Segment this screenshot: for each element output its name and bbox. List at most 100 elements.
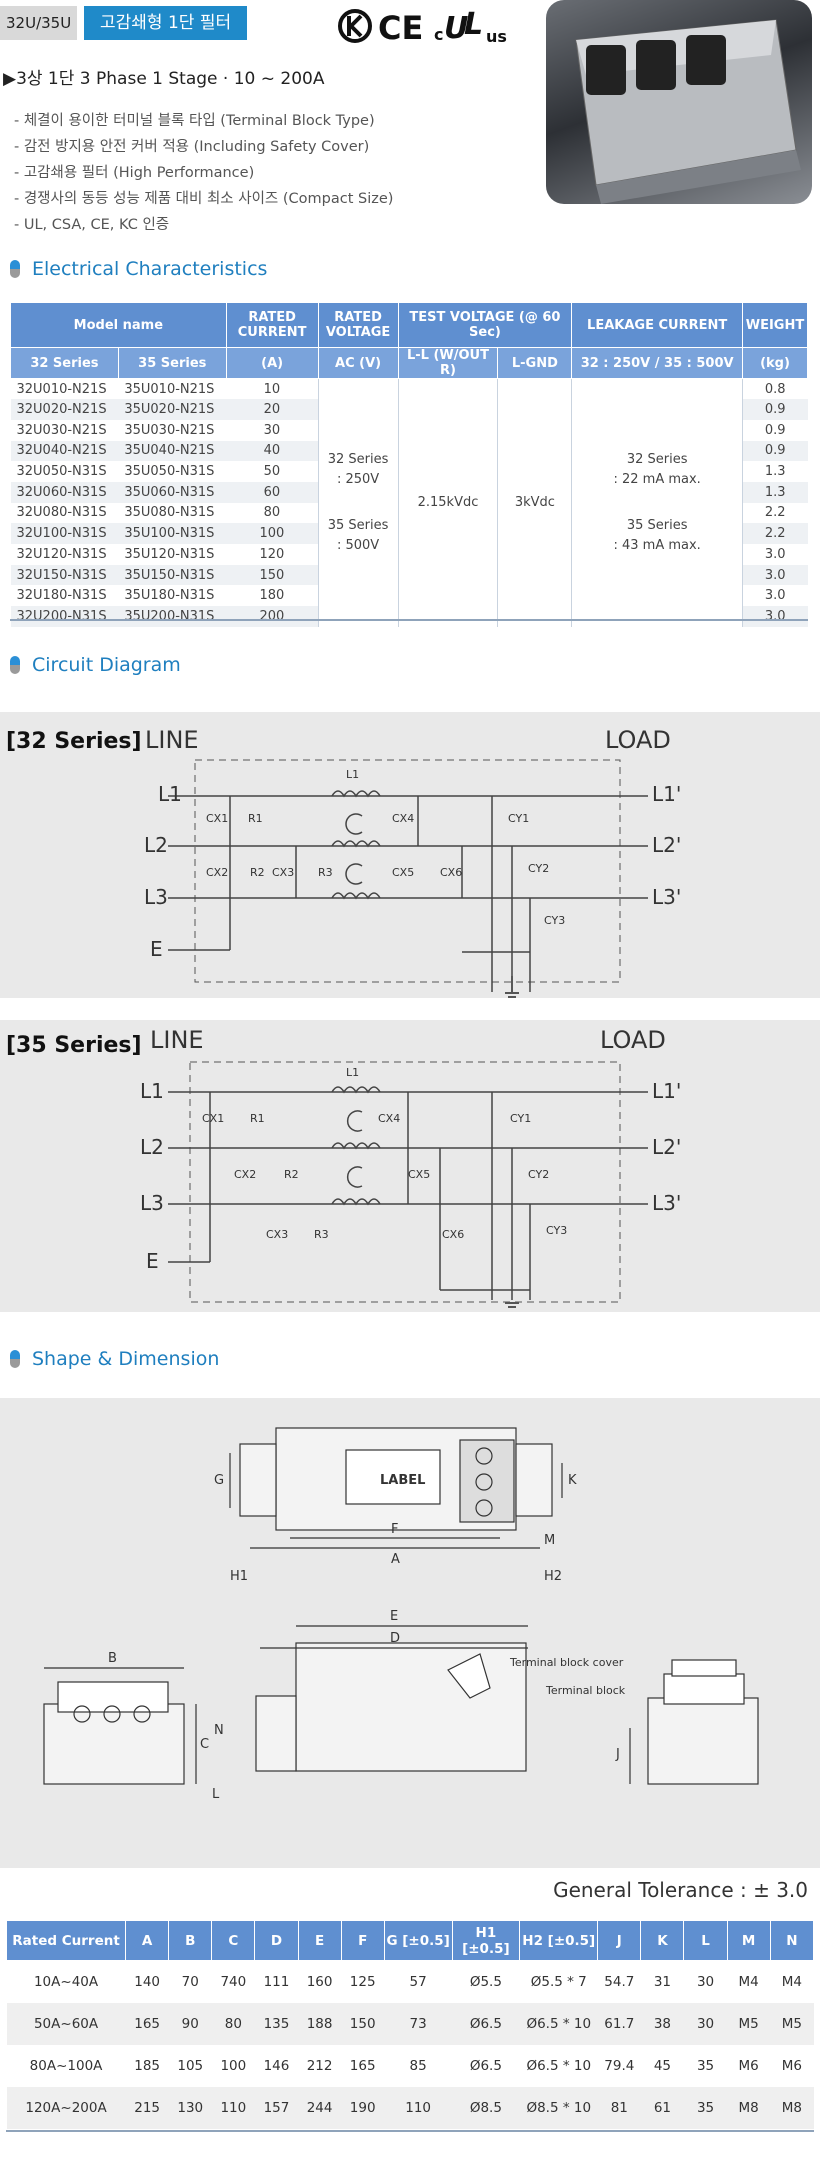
header-unit-kg: (kg) <box>741 347 809 379</box>
rated-current-cell: 40 <box>226 440 319 462</box>
coil-label: L1 <box>346 768 359 781</box>
table-cell: 110 <box>384 2086 452 2129</box>
dimension-drawing-panel: LABEL F A G K H1 H2 M D E N L B C J Term… <box>0 1398 820 1868</box>
cx5-label: CX5 <box>392 866 414 879</box>
terminal-l3p: L3' <box>652 1191 681 1215</box>
header-35-series: 35 Series <box>117 347 227 379</box>
table-cell: 80 <box>211 2002 255 2045</box>
dim-k: K <box>568 1473 577 1488</box>
table-cell: 50A~60A <box>6 2002 126 2045</box>
column-header: H1 [±0.5] <box>451 1920 521 1961</box>
table-cell: 125 <box>349 1973 376 1990</box>
table-cell: 135 <box>254 2002 299 2045</box>
table-cell: M8 <box>770 2086 814 2129</box>
table-cell: 190 <box>341 2086 385 2129</box>
table-cell: M4 <box>738 1973 759 1990</box>
column-header: M <box>726 1920 771 1961</box>
rated-current-cell: 10 <box>226 378 319 400</box>
coil-label: L1 <box>346 1066 359 1079</box>
circuit-section-title: Circuit Diagram <box>10 654 181 676</box>
model-32-cell: 32U200-N31S <box>10 606 119 627</box>
terminal-l3: L3 <box>144 885 168 909</box>
terminal-cover-label: Terminal block cover <box>509 1656 624 1669</box>
rated-current-cell: 180 <box>226 585 319 607</box>
cx1-label: CX1 <box>206 812 228 825</box>
table-cell: 30 <box>696 1973 715 1990</box>
voltage-35-value: : 500V <box>336 537 380 553</box>
table-cell: 215 <box>125 2086 169 2129</box>
table-cell: 244 <box>298 2086 342 2129</box>
dim-h1: H1 <box>230 1569 248 1584</box>
column-header: G [±0.5] <box>383 1920 453 1961</box>
table-cell: 740 <box>220 1973 247 1990</box>
rated-current-cell: 30 <box>226 419 319 441</box>
header-32-series: 32 Series <box>10 347 119 379</box>
model-32-cell: 32U080-N31S <box>16 505 107 521</box>
column-header: N <box>769 1920 815 1961</box>
weight-cell: 0.9 <box>742 440 808 462</box>
column-header: Rated Current <box>5 1920 127 1961</box>
table-cell: 10A~40A <box>33 1973 99 1990</box>
shape-section-title: Shape & Dimension <box>10 1348 219 1370</box>
header-model-name: Model name <box>10 302 227 348</box>
terminal-block-label: Terminal block <box>545 1684 626 1697</box>
model-35-cell: 35U120-N31S <box>124 546 215 562</box>
cx6-label: CX6 <box>442 1228 464 1241</box>
r2-label: R2 <box>284 1168 299 1181</box>
cx2-label: CX2 <box>234 1168 256 1181</box>
model-35-cell: 35U050-N31S <box>124 464 215 480</box>
header-lgnd: L-GND <box>497 347 573 379</box>
leak-35-label: 35 Series <box>626 517 688 533</box>
terminal-l1: L1 <box>140 1079 164 1103</box>
model-35-cell: 35U100-N31S <box>118 523 227 544</box>
header-leak-sub: 32 : 250V / 35 : 500V <box>571 347 743 379</box>
cy1-label: CY1 <box>510 1112 531 1125</box>
rated-current-cell: 80 <box>226 502 319 524</box>
table-cell: Ø6.5 <box>452 2002 520 2045</box>
section-title-text: Circuit Diagram <box>32 654 181 676</box>
column-header: D <box>254 1920 299 1961</box>
leak-32-label: 32 Series <box>626 451 688 467</box>
circuit-32-panel: [32 Series] LINE LOAD L1 L2 <box>0 712 820 998</box>
weight-cell: 1.3 <box>742 481 808 503</box>
dim-j: J <box>615 1747 620 1762</box>
table-cell: 212 <box>306 2057 333 2074</box>
weight-cell: 2.2 <box>764 505 786 521</box>
line-label: LINE <box>150 1026 204 1054</box>
table-cell: Ø6.5 * 10 <box>519 2002 598 2045</box>
table-cell: 100 <box>220 2057 247 2074</box>
table-cell: 70 <box>181 1973 199 1990</box>
electrical-table: Model name RATED CURRENT RATED VOLTAGE T… <box>10 302 809 627</box>
leak-35-value: : 43 mA max. <box>613 537 701 553</box>
model-32-cell: 32U060-N31S <box>10 481 119 503</box>
feature-list: - 체결이 용이한 터미널 블록 타입 (Terminal Block Type… <box>14 108 393 238</box>
table-cell: 57 <box>409 1973 427 1990</box>
label-plate-text: LABEL <box>380 1473 425 1488</box>
circuit-35-panel: [35 Series] LINE LOAD L1 L2 L3 E L1' <box>0 1020 820 1312</box>
model-32-cell: 32U020-N21S <box>10 399 119 420</box>
r3-label: R3 <box>318 866 333 879</box>
table-cell: 188 <box>298 2002 342 2045</box>
table-cell: 185 <box>134 2057 161 2074</box>
model-35-cell: 35U180-N31S <box>124 588 215 604</box>
terminal-l2p: L2' <box>652 833 681 857</box>
column-header: E <box>297 1920 342 1961</box>
table-cell: 130 <box>168 2086 212 2129</box>
model-35-cell: 35U030-N21S <box>124 422 215 438</box>
ul-mark-icon: U L <box>444 7 483 46</box>
kc-mark-icon <box>338 9 372 43</box>
load-label: LOAD <box>600 1026 666 1054</box>
feature-item: - 고감쇄용 필터 (High Performance) <box>14 165 255 181</box>
model-35-cell: 35U060-N31S <box>118 481 227 503</box>
table-cell: 120A~200A <box>6 2086 126 2129</box>
table-cell: 150 <box>341 2002 385 2045</box>
table-cell: M6 <box>781 2057 802 2074</box>
dim-a: A <box>391 1552 400 1567</box>
rated-current-cell: 200 <box>226 606 319 627</box>
table-cell: 45 <box>653 2057 672 2074</box>
weight-cell: 0.9 <box>742 399 808 420</box>
table-cell: 38 <box>640 2002 684 2045</box>
